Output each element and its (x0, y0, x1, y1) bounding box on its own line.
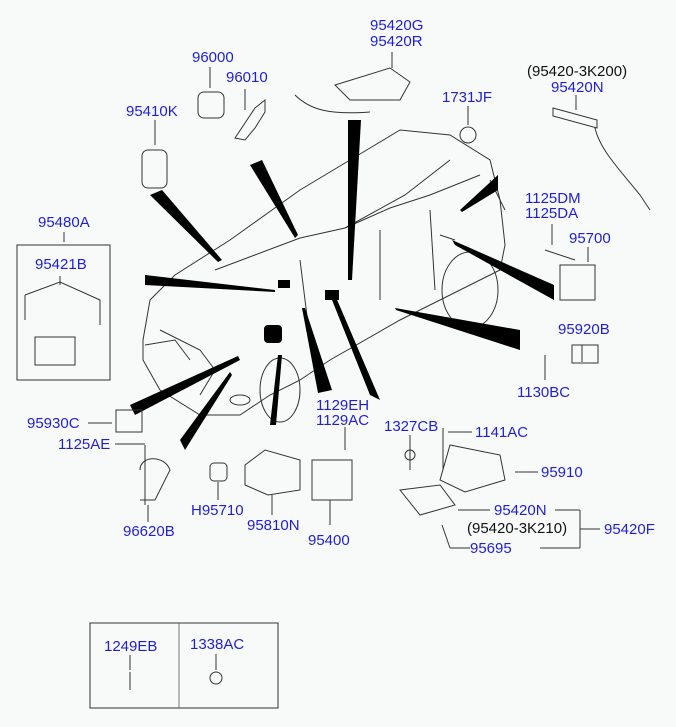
part-label-1130BC[interactable]: 1130BC (517, 384, 571, 401)
reference-label-95420-3K210: (95420-3K210) (467, 520, 568, 537)
part-label-1125DA[interactable]: 1125DA (525, 205, 579, 222)
vehicle-outline (142, 129, 506, 423)
part-label-96000[interactable]: 96000 (192, 49, 234, 66)
part-label-95480A[interactable]: 95480A (38, 214, 90, 231)
part-label-H95710[interactable]: H95710 (191, 502, 244, 519)
callout-wedges (130, 120, 554, 450)
part-label-96620B[interactable]: 96620B (123, 523, 175, 540)
part-label-95400[interactable]: 95400 (308, 532, 350, 549)
part-label-1129EH[interactable]: 1129EH (316, 397, 370, 414)
part-label-95420N-top[interactable]: 95420N (551, 79, 604, 96)
part-label-1125AE[interactable]: 1125AE (58, 436, 111, 453)
part-label-95695[interactable]: 95695 (470, 540, 512, 557)
reference-label-95420-3K200: (95420-3K200) (527, 63, 628, 80)
part-label-1141AC[interactable]: 1141AC (475, 424, 529, 441)
part-label-1125DM[interactable]: 1125DM (525, 190, 581, 207)
part-label-95421B[interactable]: 95421B (35, 256, 87, 273)
part-label-1129AC[interactable]: 1129AC (316, 412, 370, 429)
part-label-95910[interactable]: 95910 (541, 464, 583, 481)
fastener-box (89, 622, 279, 709)
part-label-1249EB[interactable]: 1249EB (104, 638, 158, 655)
part-label-1731JF[interactable]: 1731JF (442, 89, 493, 106)
part-label-1338AC[interactable]: 1338AC (190, 636, 245, 653)
part-label-95700[interactable]: 95700 (569, 230, 611, 247)
part-label-95410K[interactable]: 95410K (126, 103, 178, 120)
part-label-1327CB[interactable]: 1327CB (384, 418, 439, 435)
leader-lines (59, 52, 600, 670)
part-label-95420G[interactable]: 95420G (370, 17, 424, 34)
group-box-95480A (16, 244, 111, 381)
part-label-96010[interactable]: 96010 (226, 69, 268, 86)
part-label-95420N-bottom[interactable]: 95420N (494, 502, 547, 519)
part-label-95920B[interactable]: 95920B (558, 321, 610, 338)
part-sketches (24, 67, 651, 690)
part-label-95930C[interactable]: 95930C (27, 415, 80, 432)
part-label-95810N[interactable]: 95810N (247, 517, 300, 534)
part-label-95420F[interactable]: 95420F (604, 521, 655, 538)
part-label-95420R[interactable]: 95420R (370, 33, 423, 50)
